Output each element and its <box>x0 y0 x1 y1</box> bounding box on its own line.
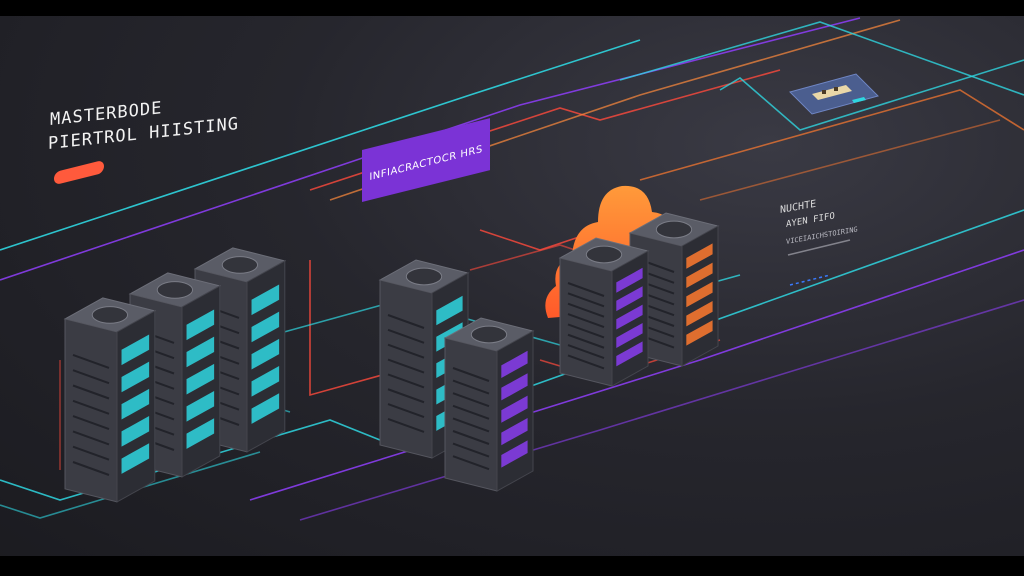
vent-slot <box>452 442 490 458</box>
server-light-panel <box>501 418 528 446</box>
server-light-panel <box>501 373 528 401</box>
vent-slot <box>72 461 110 476</box>
vent-slot <box>72 369 110 385</box>
server-light-panel <box>501 440 528 468</box>
fan-icon <box>91 306 129 324</box>
server-light-panel <box>686 301 713 327</box>
fan-icon <box>470 325 508 344</box>
vent-slot <box>567 292 605 308</box>
vent-slot <box>72 384 110 400</box>
vent-slot <box>452 392 490 408</box>
vent-slot <box>567 344 605 360</box>
vent-slot <box>387 343 425 359</box>
vent-slot <box>567 313 605 328</box>
side-panel-accents <box>787 239 851 286</box>
server-light-panel <box>251 366 280 397</box>
vent-slot <box>452 367 490 382</box>
server-front <box>444 337 498 492</box>
vent-slot <box>387 314 425 329</box>
vent-slot <box>567 323 605 339</box>
server-light-panel <box>436 295 463 326</box>
server-light-panel <box>616 267 643 293</box>
vent-slot <box>567 282 605 297</box>
vent-slot <box>387 418 425 433</box>
server-light-panel <box>186 336 215 368</box>
vent-slot <box>72 353 110 369</box>
vent-slot <box>452 404 490 420</box>
letterbox-bottom <box>0 556 1024 576</box>
server-light-panel <box>501 350 528 378</box>
vent-slot <box>452 417 490 433</box>
server-light-panel <box>616 304 643 330</box>
vent-slot <box>72 415 110 431</box>
fan-icon <box>405 267 443 286</box>
server-light-panel <box>186 363 215 395</box>
server-light-panel <box>121 443 150 474</box>
server-light-panel <box>121 361 150 393</box>
server-light-panel <box>686 243 713 269</box>
server-light-panel <box>251 311 280 343</box>
server-front <box>559 257 613 387</box>
vent-slot <box>452 379 490 395</box>
server-light-panel <box>616 341 643 367</box>
id-card-icon <box>789 73 879 115</box>
server-light-panel <box>251 393 280 424</box>
server-light-panel <box>186 309 215 341</box>
vent-slot <box>387 358 425 374</box>
vent-slot <box>452 455 490 471</box>
server-light-panel <box>186 418 215 449</box>
vent-slot <box>387 373 425 389</box>
vent-slot <box>72 399 110 415</box>
server-light-panel <box>251 338 280 370</box>
vent-slot <box>387 388 425 404</box>
vent-slot <box>567 354 605 370</box>
server-racks <box>63 212 720 503</box>
server-light-panel <box>616 323 643 348</box>
vent-slot <box>567 333 605 349</box>
vent-slot <box>452 430 490 445</box>
server-light-panel <box>616 286 643 312</box>
server-light-panel <box>121 388 150 420</box>
server-front <box>64 318 118 503</box>
server-light-panel <box>501 395 528 423</box>
server-light-panel <box>686 281 713 308</box>
server-light-panel <box>251 284 280 316</box>
server-light-panel <box>121 334 150 366</box>
vent-slot <box>72 445 110 461</box>
server-light-panel <box>121 416 150 447</box>
letterbox-top <box>0 0 1024 16</box>
fan-icon <box>655 220 693 239</box>
server-light-panel <box>686 320 713 346</box>
vent-slot <box>567 302 605 318</box>
server-light-panel <box>686 262 713 288</box>
vent-slot <box>72 430 110 446</box>
vent-slot <box>387 403 425 419</box>
vent-slot <box>387 328 425 344</box>
fan-icon <box>156 281 194 299</box>
fan-icon <box>585 245 623 264</box>
fan-icon <box>221 256 259 274</box>
server-light-panel <box>186 391 215 422</box>
banner-label: INFIACRACTOCR HRS <box>369 143 483 183</box>
